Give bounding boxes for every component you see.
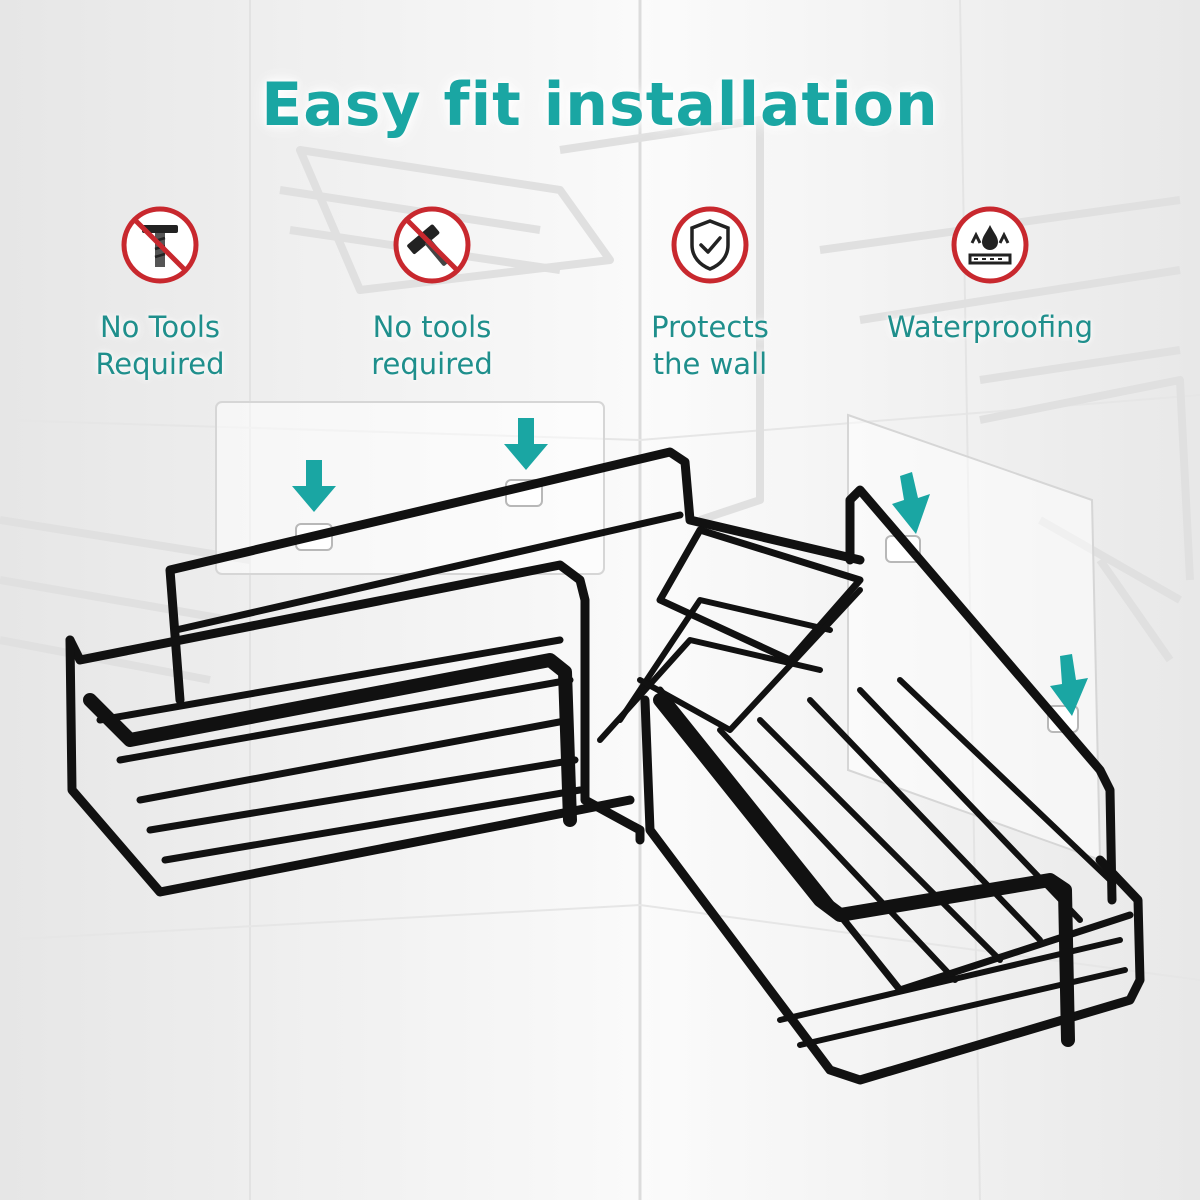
feature-label: Waterproofing xyxy=(887,310,1093,344)
feature-label: No tools required xyxy=(371,310,493,381)
waterproof-icon xyxy=(950,205,1030,285)
feature-label: Protects the wall xyxy=(651,310,769,381)
no-hammer-icon xyxy=(392,205,472,285)
feature-label: No Tools Required xyxy=(95,310,225,381)
headline: Easy fit installation xyxy=(261,70,939,140)
shield-check-icon xyxy=(670,205,750,285)
feature-waterproofing: Waterproofing xyxy=(840,205,1140,346)
corner-shower-caddy xyxy=(65,447,1145,1085)
feature-protects-wall: Protects the wall xyxy=(560,205,860,383)
no-screw-icon xyxy=(120,205,200,285)
arrow-down-icon xyxy=(292,418,1088,716)
feature-no-tools-required: No Tools Required xyxy=(10,205,310,383)
feature-no-hammer: No tools required xyxy=(282,205,582,383)
